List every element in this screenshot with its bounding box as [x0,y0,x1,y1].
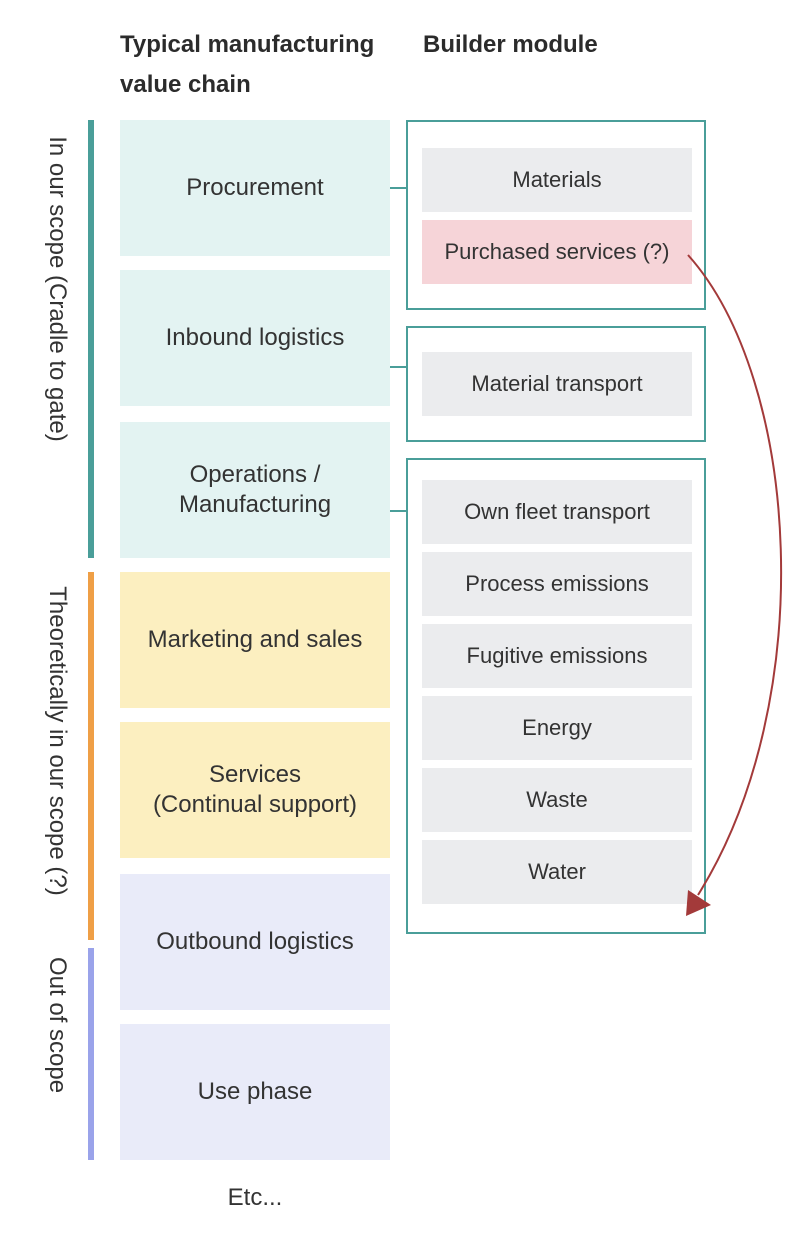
out-of-scope-bar [88,948,94,1160]
value-chain-inbound-logistics: Inbound logistics [120,270,390,406]
etc-label: Etc... [227,1184,283,1211]
module-own-fleet-transport: Own fleet transport [422,480,692,544]
out-of-scope-label: Out of scope [44,956,71,1094]
builder-module-header: Builder module [423,31,598,58]
value-chain-marketing-sales: Marketing and sales [120,572,390,708]
value-chain-services: Services (Continual support) [120,722,390,858]
module-materials: Materials [422,148,692,212]
value-chain-header: Typical manufacturing value chain [120,31,375,98]
value-chain-outbound-logistics: Outbound logistics [120,874,390,1010]
connector-procurement [390,187,406,189]
connector-inbound [390,366,406,368]
theoretical-scope-bar [88,572,94,940]
module-energy: Energy [422,696,692,760]
theoretical-scope-label: Theoretically in our scope (?) [44,586,71,896]
value-chain-use-phase: Use phase [120,1024,390,1160]
module-purchased-services: Purchased services (?) [422,220,692,284]
in-scope-label: In our scope (Cradle to gate) [44,136,71,442]
in-scope-bar [88,120,94,558]
value-chain-operations: Operations / Manufacturing [120,422,390,558]
module-fugitive-emissions: Fugitive emissions [422,624,692,688]
module-process-emissions: Process emissions [422,552,692,616]
value-chain-procurement: Procurement [120,120,390,256]
connector-operations [390,510,406,512]
module-water: Water [422,840,692,904]
module-material-transport: Material transport [422,352,692,416]
module-waste: Waste [422,768,692,832]
